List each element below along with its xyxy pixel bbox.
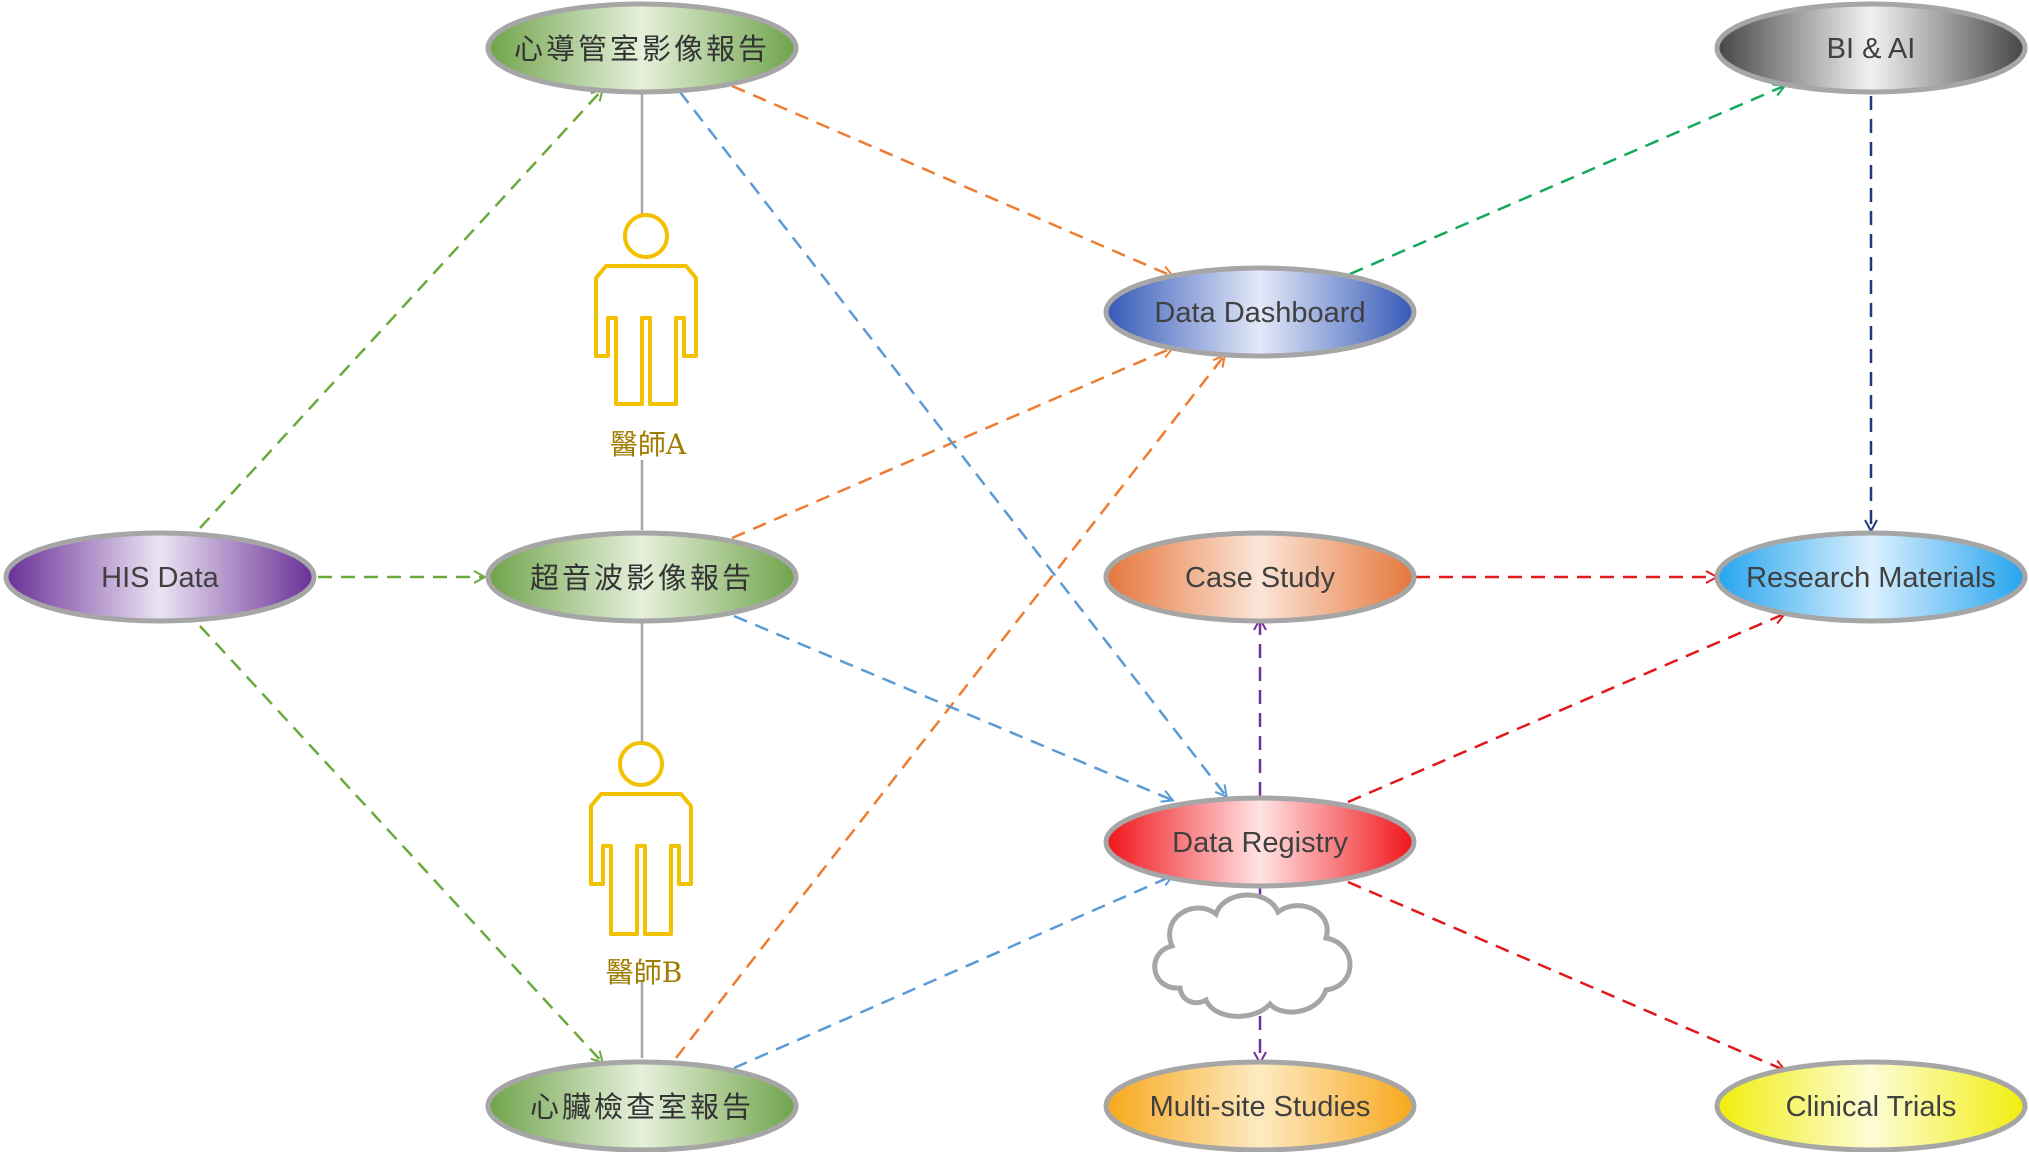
case-study-ellipse xyxy=(1103,530,1417,624)
multi-site-studies-ellipse xyxy=(1103,1059,1417,1152)
bi-ai-ellipse xyxy=(1714,1,2028,95)
cloud-icon xyxy=(1152,892,1353,1019)
ultrasound-report-label: 超音波影像報告 xyxy=(530,561,754,595)
node-multi-site-studies: Multi-site Studies xyxy=(1103,1059,1417,1152)
arrow-his-to-cardiac xyxy=(199,625,602,1062)
cardiac-exam-report-ellipse xyxy=(485,1059,799,1152)
case-study-label: Case Study xyxy=(1185,562,1335,594)
node-data-dashboard: Data Dashboard xyxy=(1103,265,1417,359)
arrow-registry-to-research xyxy=(1347,614,1784,804)
data-dashboard-label: Data Dashboard xyxy=(1154,297,1365,329)
arrow-dashboard-to-bi-ai xyxy=(1349,86,1784,276)
clinical-trials-ellipse xyxy=(1714,1059,2028,1152)
node-cath-report: 心導管室影像報告 xyxy=(485,1,799,95)
his-data-ellipse xyxy=(3,530,317,624)
doctor-a-person-icon xyxy=(594,213,698,406)
cardiac-exam-report-label: 心臟檢查室報告 xyxy=(530,1090,754,1124)
arrow-cath-to-registry xyxy=(679,91,1226,796)
node-ultrasound-report: 超音波影像報告 xyxy=(485,530,799,624)
arrow-his-to-cath xyxy=(199,90,602,529)
arrow-cath-to-dashboard xyxy=(731,84,1172,276)
ultrasound-report-ellipse xyxy=(485,530,799,624)
cath-report-ellipse xyxy=(485,1,799,95)
node-cardiac-exam-report: 心臟檢查室報告 xyxy=(485,1059,799,1152)
cath-report-label: 心導管室影像報告 xyxy=(514,32,770,66)
data-registry-ellipse xyxy=(1103,795,1417,889)
arrow-ultrasound-to-registry xyxy=(733,614,1172,800)
node-research-materials: Research Materials xyxy=(1714,530,2028,624)
data-registry-label: Data Registry xyxy=(1172,827,1348,859)
node-data-registry: Data Registry xyxy=(1103,795,1417,889)
arrow-cardiac-to-registry xyxy=(733,876,1172,1070)
node-bi-ai: BI & AI xyxy=(1714,1,2028,95)
doctor-b-label: 醫師B xyxy=(606,956,683,989)
node-case-study: Case Study xyxy=(1103,530,1417,624)
research-materials-ellipse xyxy=(1714,530,2028,624)
his-data-label: HIS Data xyxy=(101,562,220,594)
node-his-data: HIS Data xyxy=(3,530,317,624)
arrow-registry-to-clinical-trials xyxy=(1347,880,1784,1070)
doctor-b-person-icon xyxy=(589,741,693,936)
flow-arrows xyxy=(199,84,1871,1070)
research-materials-label: Research Materials xyxy=(1746,562,1996,594)
clinical-trials-label: Clinical Trials xyxy=(1786,1091,1957,1123)
multi-site-studies-label: Multi-site Studies xyxy=(1150,1091,1371,1123)
node-clinical-trials: Clinical Trials xyxy=(1714,1059,2028,1152)
bi-ai-label: BI & AI xyxy=(1827,33,1916,65)
doctor-a-label: 醫師A xyxy=(610,428,687,461)
data-dashboard-ellipse xyxy=(1103,265,1417,359)
